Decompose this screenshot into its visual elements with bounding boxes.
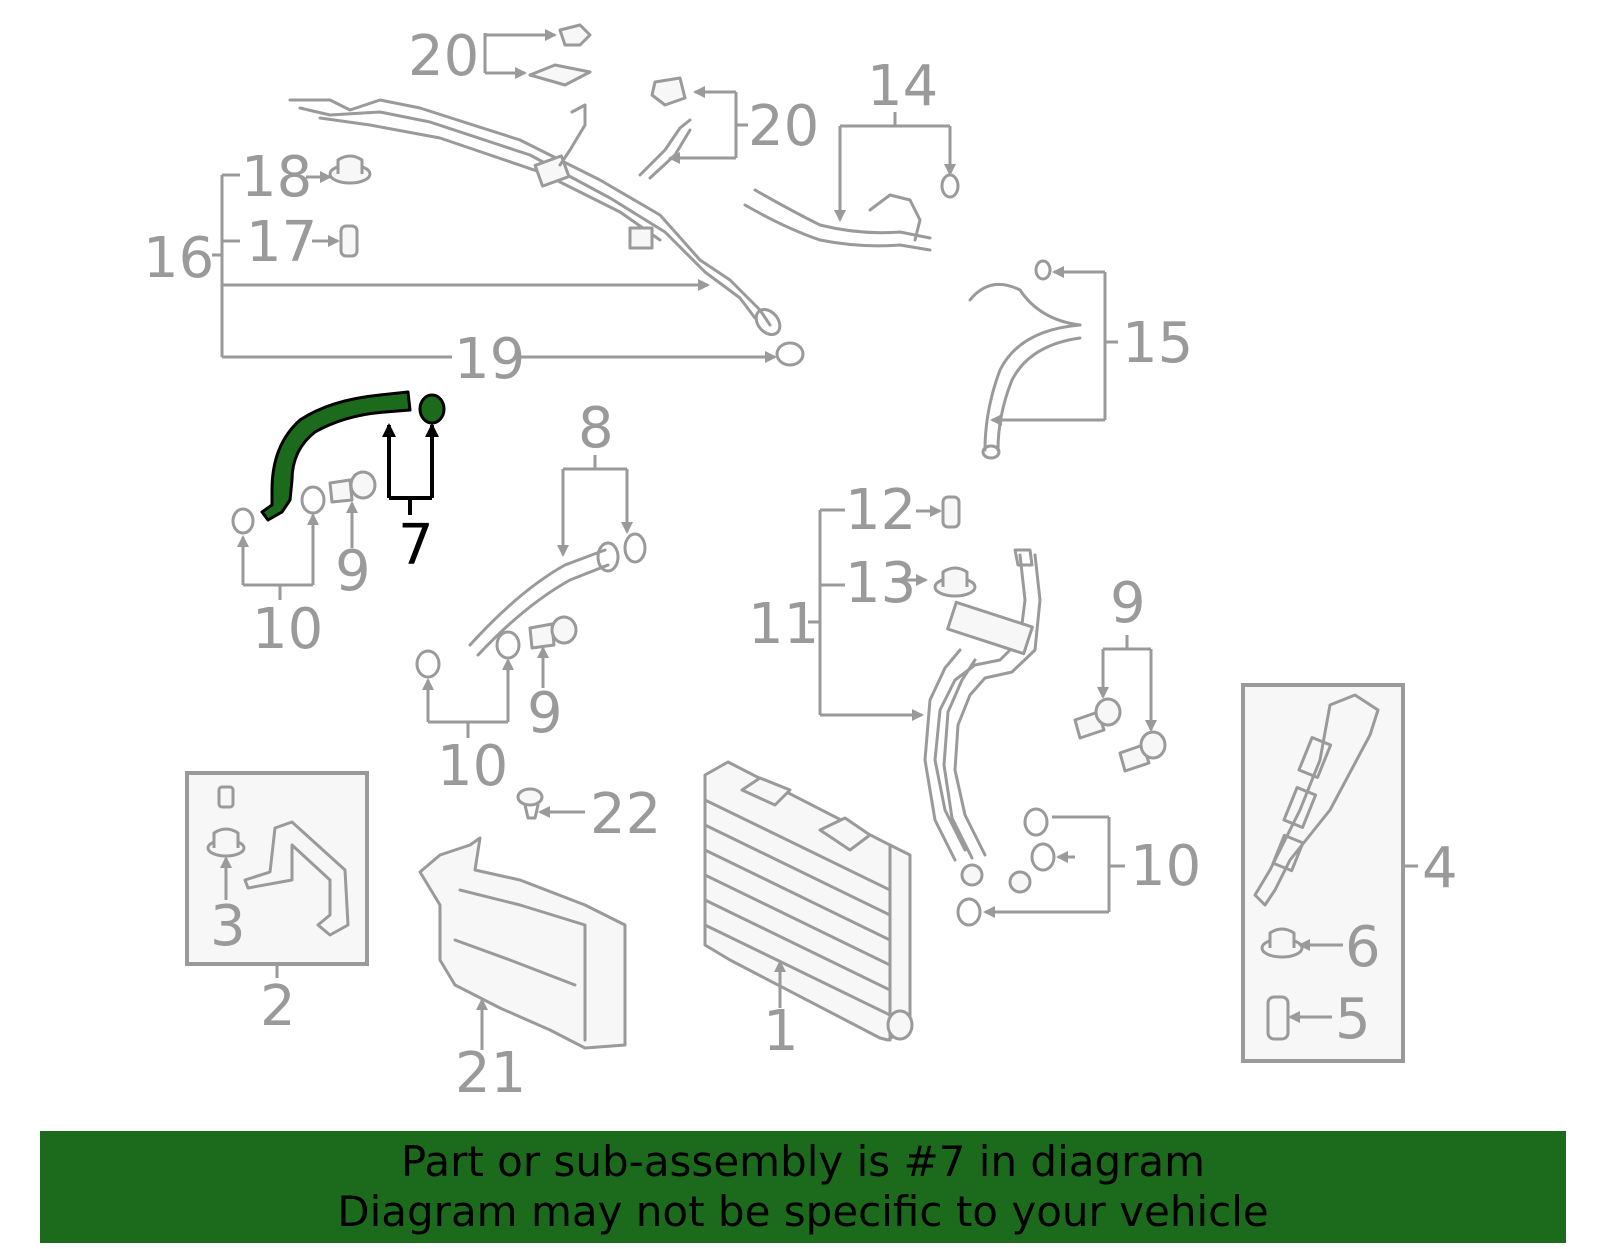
- callout-12: 12: [845, 478, 916, 543]
- callout-10-middle: 10: [437, 734, 508, 799]
- oil-cooler-1[interactable]: [703, 760, 914, 1042]
- bolts-9-right[interactable]: [1073, 697, 1167, 773]
- bracket-kit-4[interactable]: [1241, 683, 1405, 1063]
- bracket-kit-2[interactable]: [185, 771, 369, 966]
- callout-11: 11: [748, 592, 819, 657]
- callout-20-upper: 20: [408, 24, 479, 89]
- hose-8[interactable]: [468, 532, 647, 657]
- clips-20-upper[interactable]: [528, 23, 592, 87]
- callout-3: 3: [210, 894, 246, 959]
- callout-17: 17: [246, 210, 317, 275]
- o-rings-10-right[interactable]: [956, 807, 1056, 927]
- callout-labels: 20 20 14 18 17 16 19 15 7 9 10 8 9 10 22…: [143, 24, 1458, 1106]
- cooler-pipe-assembly-16[interactable]: [288, 98, 785, 339]
- callout-9-middle: 9: [527, 681, 563, 746]
- callout-15: 15: [1122, 311, 1193, 376]
- callout-13: 13: [845, 551, 916, 616]
- hose-15[interactable]: [968, 259, 1082, 460]
- o-ring-19[interactable]: [775, 341, 805, 367]
- info-banner: Part or sub-assembly is #7 in diagram Di…: [40, 1131, 1566, 1243]
- callout-19: 19: [454, 327, 525, 392]
- callout-8: 8: [578, 396, 614, 461]
- leader-lines-part-7: [382, 423, 439, 515]
- callout-14: 14: [867, 54, 938, 119]
- o-rings-10-middle[interactable]: [415, 630, 521, 679]
- callout-18: 18: [241, 145, 312, 210]
- callout-20-right: 20: [748, 94, 819, 159]
- callout-4: 4: [1422, 836, 1458, 901]
- callout-21: 21: [455, 1041, 526, 1106]
- callout-9-right: 9: [1110, 571, 1146, 636]
- callout-22: 22: [590, 782, 661, 847]
- hose-14[interactable]: [743, 173, 960, 252]
- air-deflector-21[interactable]: [418, 836, 627, 1050]
- callout-9-left: 9: [335, 539, 371, 604]
- bolt-9-left[interactable]: [328, 470, 377, 504]
- banner-line-part-number: Part or sub-assembly is #7 in diagram: [400, 1137, 1206, 1186]
- sleeve-17[interactable]: [339, 224, 359, 258]
- callout-16: 16: [143, 226, 214, 291]
- callout-5: 5: [1335, 987, 1371, 1052]
- cooler-lines-11[interactable]: [923, 548, 1042, 894]
- callout-6: 6: [1345, 915, 1381, 980]
- callout-1: 1: [763, 999, 799, 1064]
- sleeve-12[interactable]: [941, 495, 961, 529]
- callout-10-right: 10: [1130, 834, 1201, 899]
- banner-line-disclaimer: Diagram may not be specific to your vehi…: [337, 1187, 1269, 1236]
- grommet-13[interactable]: [933, 566, 977, 598]
- callout-2: 2: [260, 974, 296, 1039]
- grommet-18[interactable]: [328, 154, 372, 185]
- clip-22[interactable]: [516, 787, 544, 820]
- bolt-9-middle[interactable]: [528, 615, 578, 650]
- callout-7: 7: [398, 513, 434, 578]
- callout-10-left: 10: [252, 597, 323, 662]
- clips-20-right[interactable]: [638, 76, 692, 180]
- leader-lines: [212, 29, 1418, 1050]
